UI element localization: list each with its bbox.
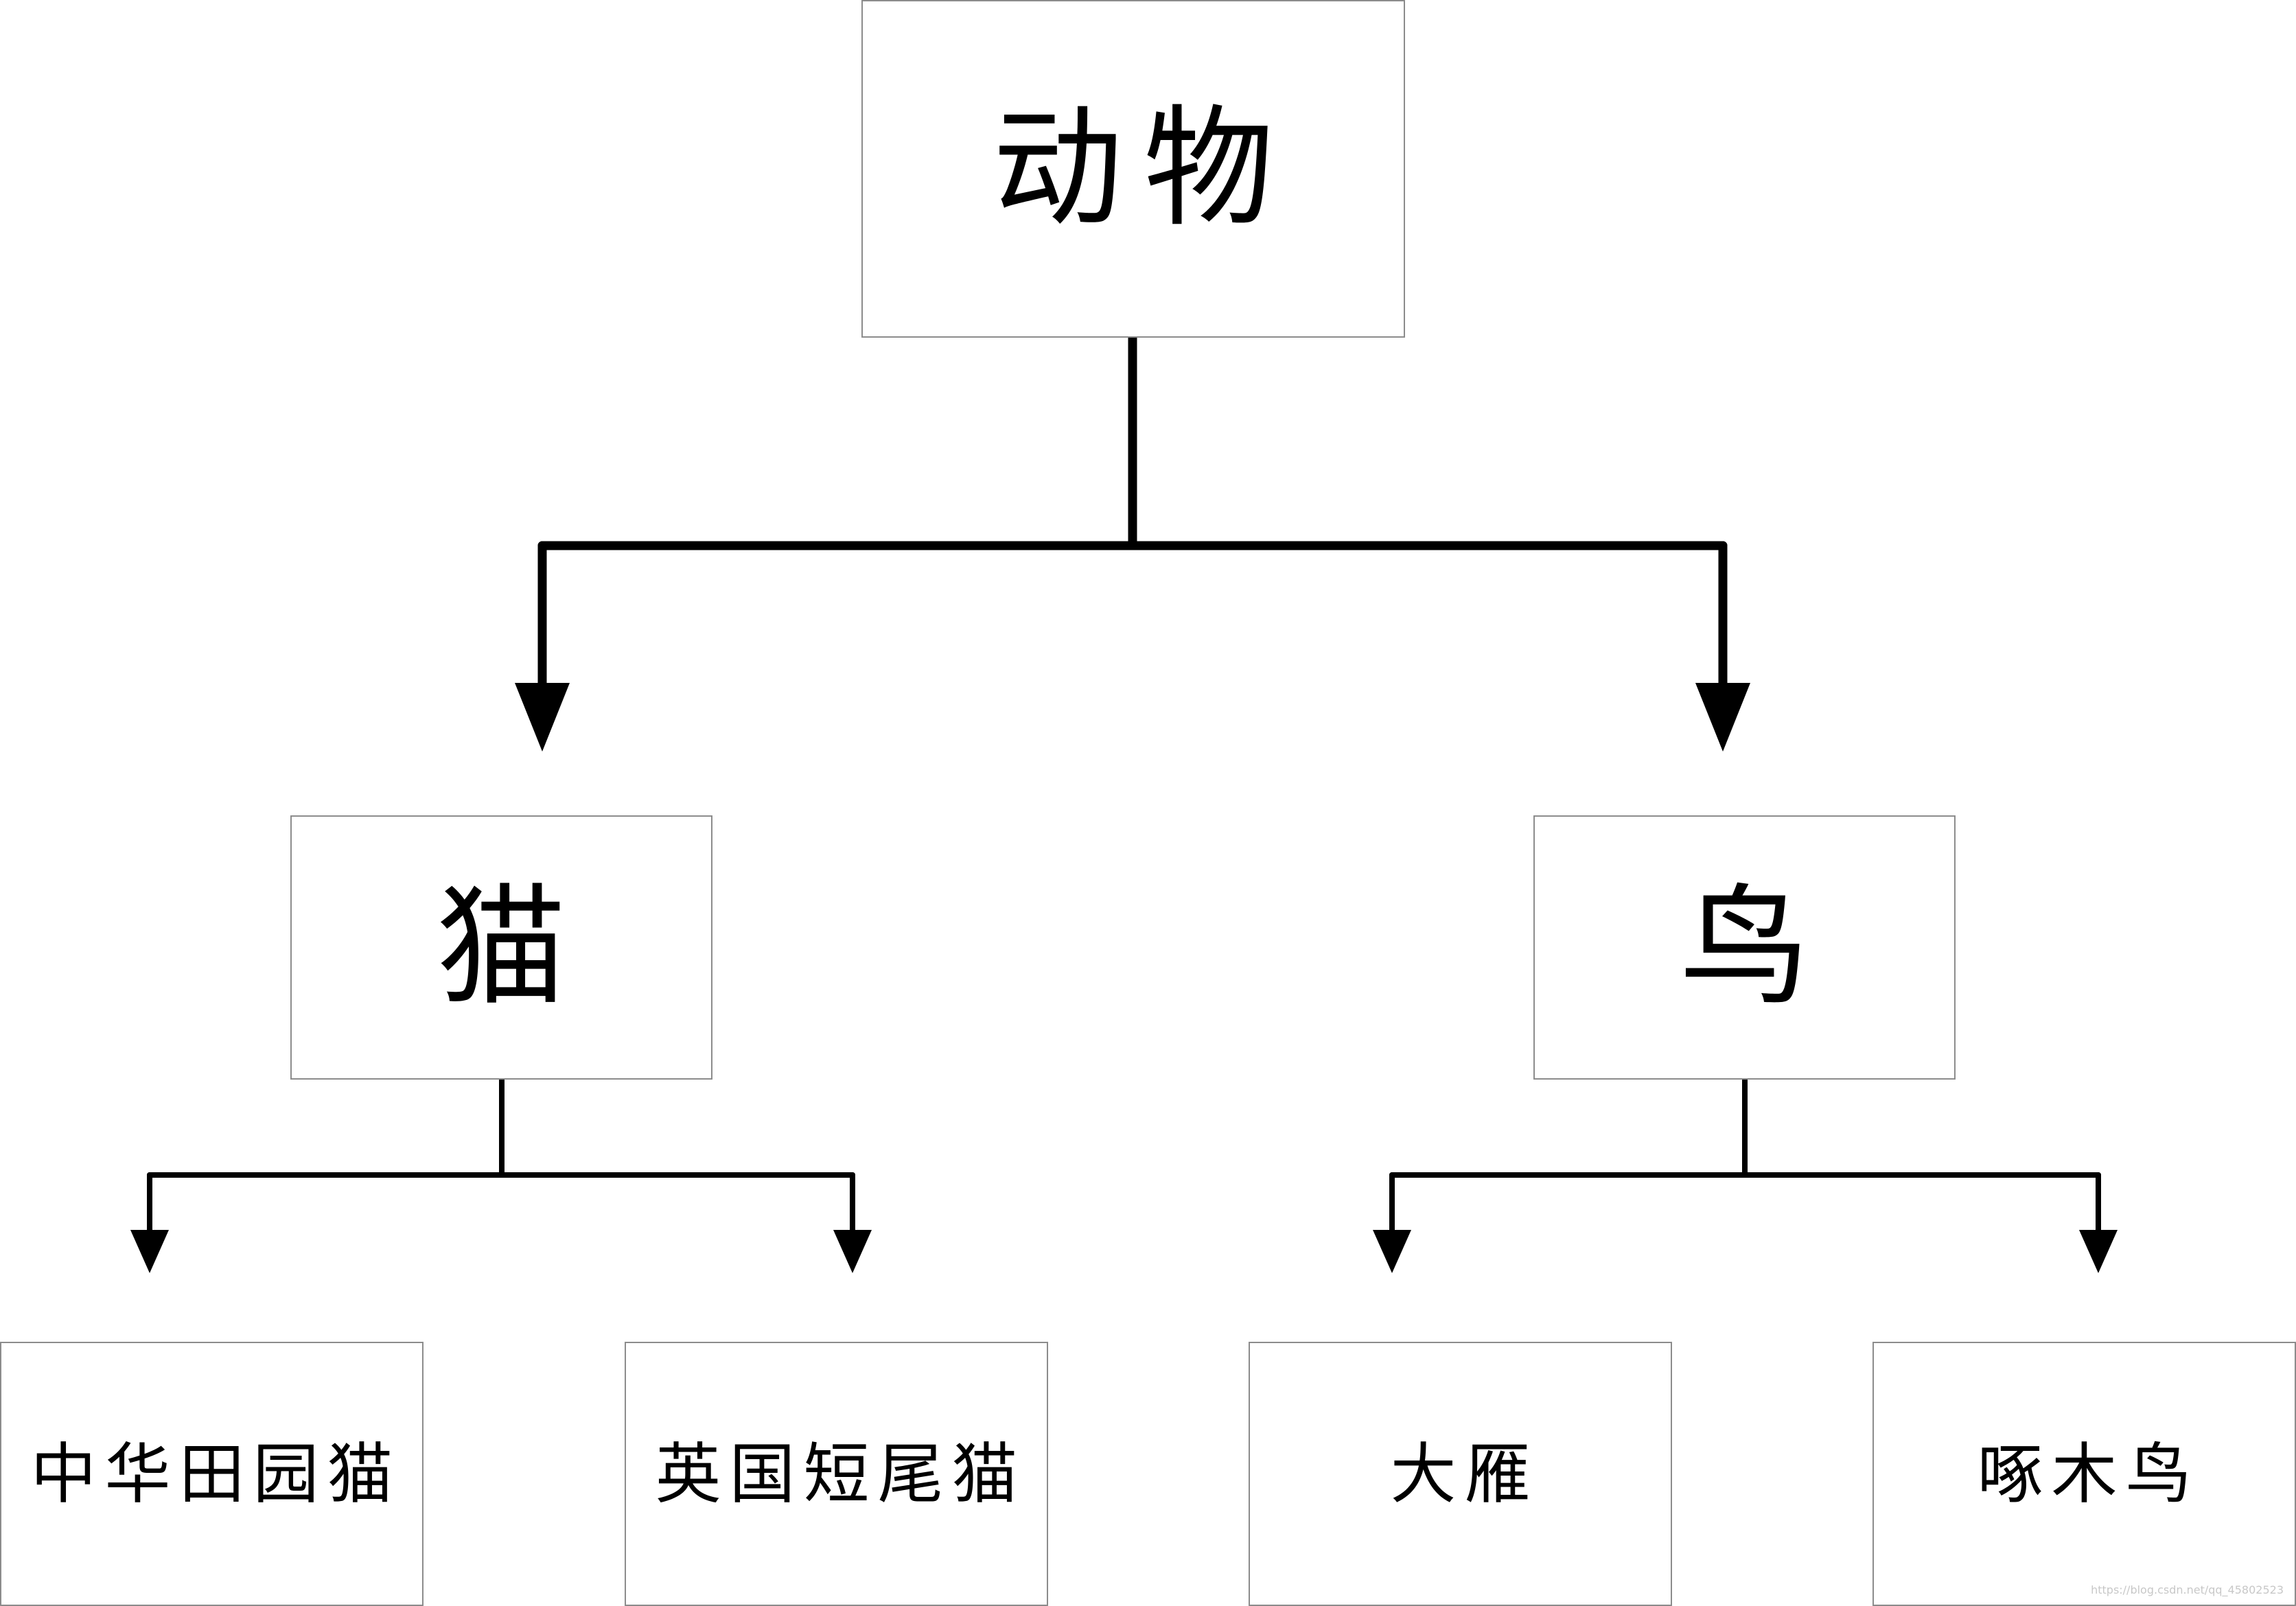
leaf-node-woodpecker: 啄木鸟 bbox=[1872, 1342, 2296, 1606]
root-node-label: 动物 bbox=[992, 93, 1295, 244]
category-node-bird: 鸟 bbox=[1533, 815, 1956, 1080]
arrowhead-to-leaf1 bbox=[130, 1230, 169, 1273]
arrowhead-to-leaf2 bbox=[833, 1230, 872, 1273]
category-label-bird: 鸟 bbox=[1679, 871, 1810, 1023]
root-node-animal: 动物 bbox=[861, 0, 1405, 338]
arrowhead-to-leaf4 bbox=[2079, 1230, 2118, 1273]
leaf-label-chinese-garden-cat: 中华田园猫 bbox=[30, 1435, 402, 1513]
leaf-node-british-shorthair: 英国短尾猫 bbox=[625, 1342, 1048, 1606]
arrowhead-to-cat bbox=[515, 683, 570, 752]
category-label-cat: 猫 bbox=[436, 871, 567, 1023]
leaf-label-wild-goose: 大雁 bbox=[1390, 1435, 1539, 1513]
arrowhead-to-leaf3 bbox=[1373, 1230, 1411, 1273]
leaf-node-chinese-garden-cat: 中华田园猫 bbox=[0, 1342, 424, 1606]
leaf-label-british-shorthair: 英国短尾猫 bbox=[655, 1435, 1026, 1513]
category-node-cat: 猫 bbox=[290, 815, 712, 1080]
leaf-label-woodpecker: 啄木鸟 bbox=[1977, 1435, 2200, 1513]
leaf-node-wild-goose: 大雁 bbox=[1249, 1342, 1672, 1606]
watermark-text: https://blog.csdn.net/qq_45802523 bbox=[2091, 1583, 2284, 1596]
arrowhead-to-bird bbox=[1695, 683, 1750, 752]
